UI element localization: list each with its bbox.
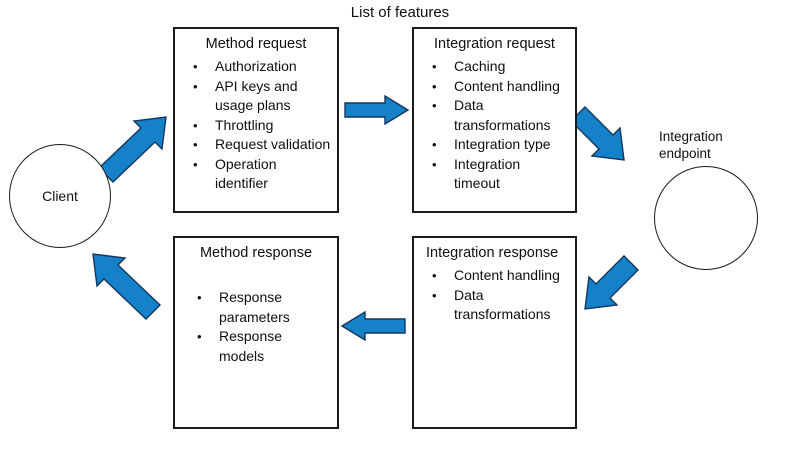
node-method-response-title: Method response [199, 245, 313, 261]
node-integration-request[interactable]: Integration request Caching Content hand… [412, 27, 577, 213]
list-item: Response models [175, 327, 337, 366]
list-item: API keys and usage plans [175, 77, 337, 116]
node-integration-endpoint-label: Integration endpoint [659, 129, 723, 161]
list-item: Data transformations [414, 286, 575, 325]
diagram-title: List of features [350, 4, 450, 21]
arrow-integration-request-to-endpoint [570, 106, 625, 161]
node-integration-response[interactable]: Integration response Content handling Da… [412, 236, 577, 429]
node-method-request[interactable]: Method request Authorization API keys an… [173, 27, 339, 213]
node-method-response[interactable]: Method response Response parameters Resp… [173, 236, 339, 429]
node-method-response-list: Response parameters Response models [175, 262, 337, 366]
node-client[interactable]: Client [9, 144, 111, 248]
node-integration-response-list: Content handling Data transformations [414, 262, 575, 325]
node-integration-endpoint[interactable] [654, 166, 758, 270]
node-client-label: Client [42, 187, 78, 204]
list-item: Request validation [175, 135, 337, 155]
arrow-client-to-method-request [97, 116, 167, 183]
list-item: Caching [414, 57, 575, 77]
node-integration-request-title: Integration request [434, 36, 555, 52]
list-item: Content handling [414, 77, 575, 97]
list-item: Throttling [175, 116, 337, 136]
list-item: Content handling [414, 266, 575, 286]
list-item: Integration timeout [414, 155, 575, 194]
list-item: Response parameters [175, 288, 337, 327]
node-method-request-list: Authorization API keys and usage plans T… [175, 53, 337, 194]
node-integration-request-list: Caching Content handling Data transforma… [414, 53, 575, 194]
list-item: Data transformations [414, 96, 575, 135]
arrow-integration-response-to-method-response [340, 310, 406, 342]
arrow-method-response-to-client [92, 253, 162, 320]
list-item: Operation identifier [175, 155, 337, 194]
list-item: Authorization [175, 57, 337, 77]
node-integration-response-title: Integration response [426, 245, 559, 261]
list-item: Integration type [414, 135, 575, 155]
node-method-request-title: Method request [205, 36, 307, 52]
arrow-method-request-to-integration-request [344, 94, 410, 126]
arrow-endpoint-to-integration-response [584, 255, 639, 310]
